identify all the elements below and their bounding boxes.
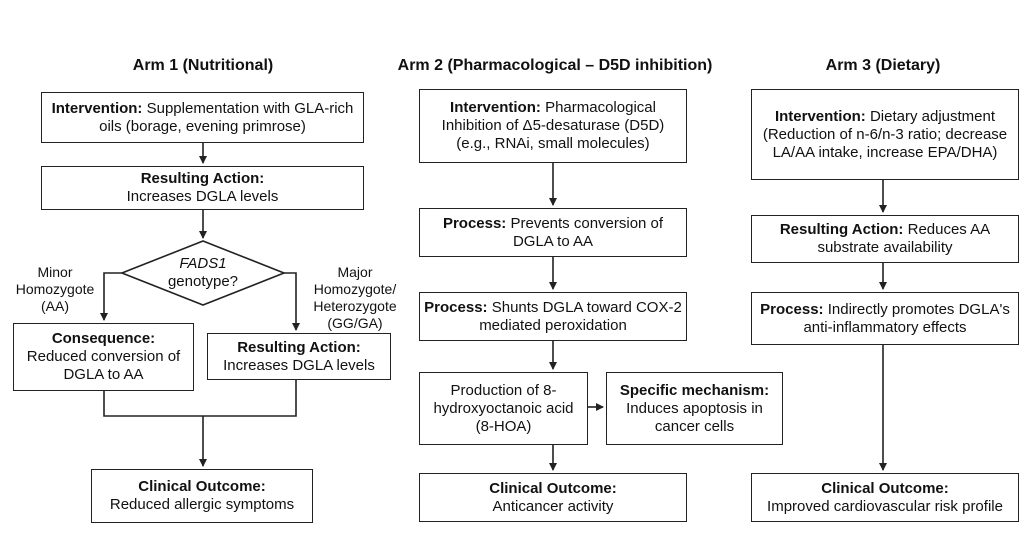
decision-diamond [119, 240, 287, 306]
arm3-process-box: Process: Indirectly promotes DGLA's anti… [751, 292, 1019, 345]
arm2-intervention-label: Intervention: [450, 99, 541, 116]
arm2-title: Arm 2 (Pharmacological – D5D inhibition) [397, 57, 713, 74]
arm3-intervention-text: Dietary adjustment (Reduction of n-6/n-3… [762, 107, 1008, 161]
arm3-process-text: Indirectly promotes DGLA's anti-inflamma… [803, 300, 1010, 336]
arm2-intervention-text: Pharmacological Inhibition of Δ5-desatur… [441, 99, 665, 152]
arm2-intervention-box: Intervention: Pharmacological Inhibition… [419, 89, 687, 163]
arm3-title: Arm 3 (Dietary) [825, 57, 941, 74]
arm2-process2-text: Shunts DGLA toward COX-2 mediated peroxi… [479, 298, 682, 334]
arm2-production-text: Production of 8-hydroxyoctanoic acid (8-… [433, 381, 574, 435]
arm2-production-box: Production of 8-hydroxyoctanoic acid (8-… [419, 372, 588, 445]
arm2-mechanism-label: Specific mechanism: [619, 381, 770, 399]
arm1-resulting-action-2-text: Increases DGLA levels [223, 356, 375, 374]
arm1-resulting-action-2-box: Resulting Action: Increases DGLA levels [207, 333, 391, 380]
arm1-intervention-text: Supplementation with GLA-rich oils (bora… [99, 99, 354, 135]
arm3-resulting-action-box: Resulting Action: Reduces AA substrate a… [751, 215, 1019, 263]
arm3-resulting-action-text: Reduces AA substrate availability [817, 221, 991, 256]
line-a1-right-merge [203, 380, 297, 417]
line-a1-left-merge [103, 391, 203, 417]
arrow-a1-right-branch [284, 272, 300, 331]
arm2-process2-box: Process: Shunts DGLA toward COX-2 mediat… [419, 292, 687, 341]
arm3-process-label: Process: [760, 300, 824, 318]
arm2-outcome-text: Anticancer activity [492, 497, 614, 515]
arm3-outcome-text: Improved cardiovascular risk profile [767, 497, 1003, 515]
arm2-process2-label: Process: [424, 298, 488, 316]
arm1-resulting-action-text: Increases DGLA levels [126, 188, 279, 205]
arm1-title: Arm 1 (Nutritional) [132, 57, 274, 74]
arm1-consequence-label: Consequence: [51, 330, 156, 347]
arm2-process1-label: Process: [442, 214, 507, 232]
arm2-process1-text: Prevents conversion of DGLA to AA [510, 214, 664, 250]
arrow-a1-left-branch [100, 272, 122, 321]
arm1-branch-right-label: Major Homozygote/ Heterozygote (GG/GA) [313, 264, 397, 331]
arm3-outcome-label: Clinical Outcome: [821, 479, 949, 497]
arm1-consequence-box: Consequence: Reduced conversion of DGLA … [13, 323, 194, 391]
arm2-outcome-box: Clinical Outcome: Anticancer activity [419, 473, 687, 522]
arm3-intervention-label: Intervention: [774, 107, 866, 125]
arm3-intervention-box: Intervention: Dietary adjustment (Reduct… [751, 89, 1019, 180]
arm1-resulting-action-label: Resulting Action: [140, 170, 265, 187]
arm2-outcome-label: Clinical Outcome: [489, 479, 617, 497]
arm2-process1-box: Process: Prevents conversion of DGLA to … [419, 208, 687, 257]
arm3-outcome-box: Clinical Outcome: Improved cardiovascula… [751, 473, 1019, 522]
arm1-intervention-label: Intervention: [51, 99, 143, 117]
arm1-intervention-box: Intervention: Supplementation with GLA-r… [41, 92, 364, 143]
arm1-outcome-label: Clinical Outcome: [138, 478, 266, 495]
arm1-resulting-action-box: Resulting Action: Increases DGLA levels [41, 166, 364, 210]
arm1-consequence-text: Reduced conversion of DGLA to AA [26, 348, 181, 383]
arm1-decision-gene: FADS1 [179, 255, 227, 272]
arm1-branch-left-label: Minor Homozygote (AA) [15, 264, 95, 314]
arm2-mechanism-text: Induces apoptosis in cancer cells [626, 399, 763, 435]
arm3-resulting-action-label: Resulting Action: [779, 221, 904, 238]
arm1-outcome-text: Reduced allergic symptoms [109, 496, 295, 513]
arm2-mechanism-box: Specific mechanism: Induces apoptosis in… [606, 372, 783, 445]
arm1-decision-text: FADS1 genotype? [143, 255, 263, 291]
arm1-resulting-action-2-label: Resulting Action: [237, 338, 361, 356]
arm1-decision-question: genotype? [167, 273, 239, 290]
arm1-outcome-box: Clinical Outcome: Reduced allergic sympt… [91, 469, 313, 523]
